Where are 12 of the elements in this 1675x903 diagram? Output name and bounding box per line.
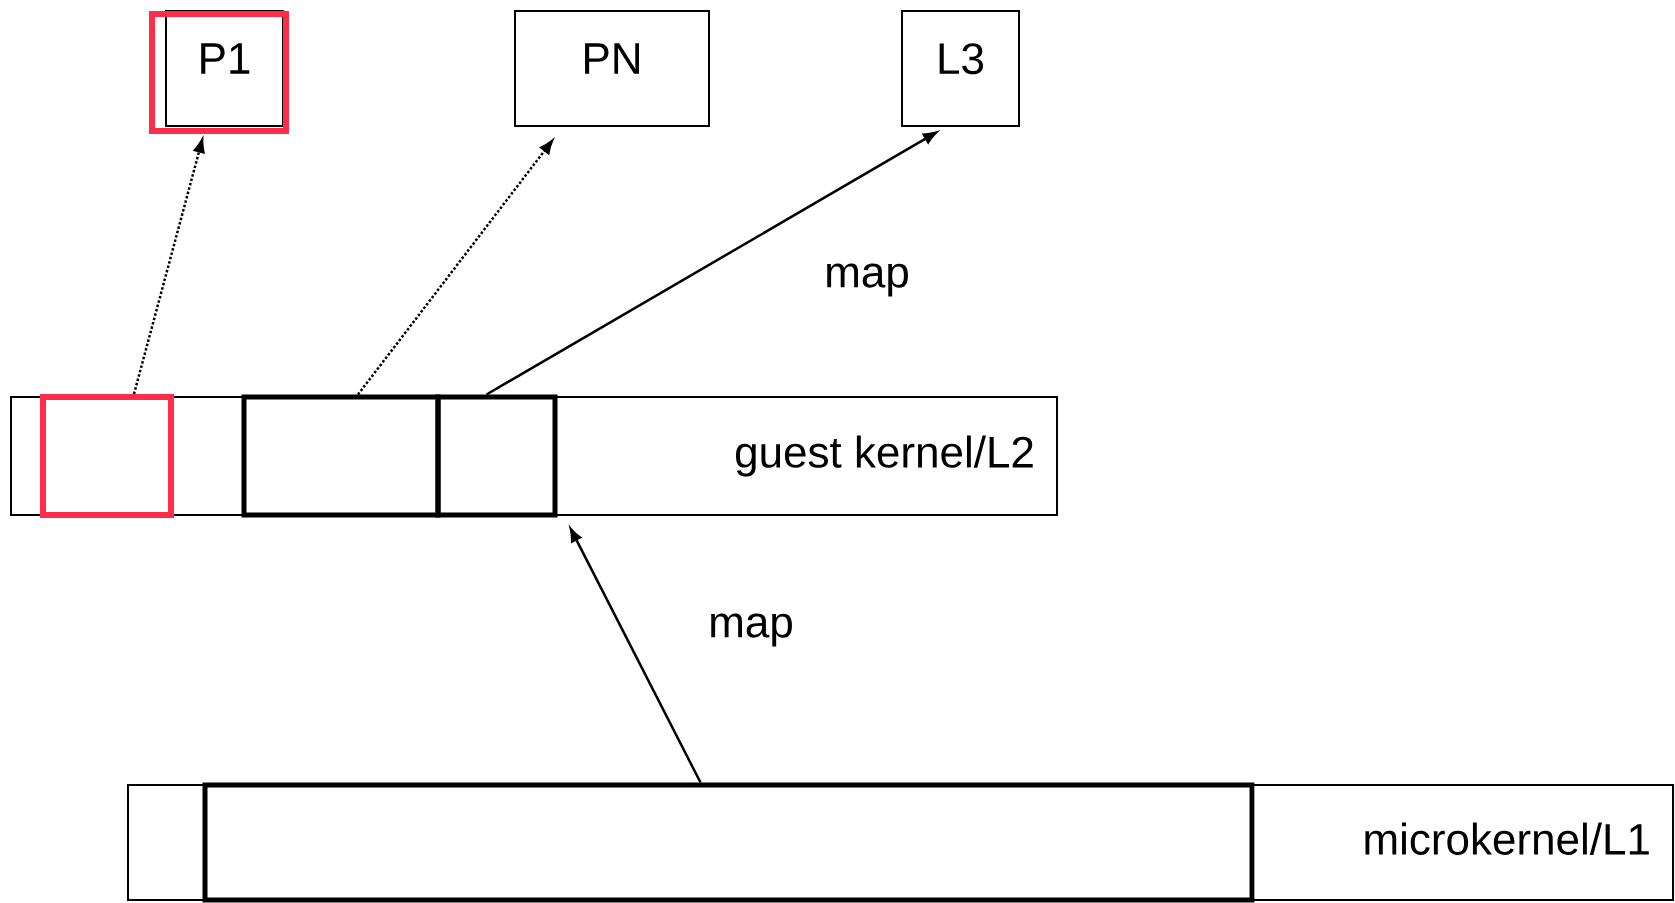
region-box [40, 394, 174, 518]
region-box [202, 782, 1255, 903]
edge-label: map [821, 260, 913, 300]
region-box [435, 394, 558, 518]
layer-band: microkernel/L1 [127, 784, 1674, 901]
arrow [485, 131, 938, 396]
arrow [132, 138, 205, 395]
edge-label: map [705, 610, 797, 650]
page-box: L3 [901, 10, 1020, 127]
page-box: P1 [165, 10, 284, 127]
page-box: PN [514, 10, 710, 127]
layer-band: guest kernel/L2 [10, 396, 1058, 516]
